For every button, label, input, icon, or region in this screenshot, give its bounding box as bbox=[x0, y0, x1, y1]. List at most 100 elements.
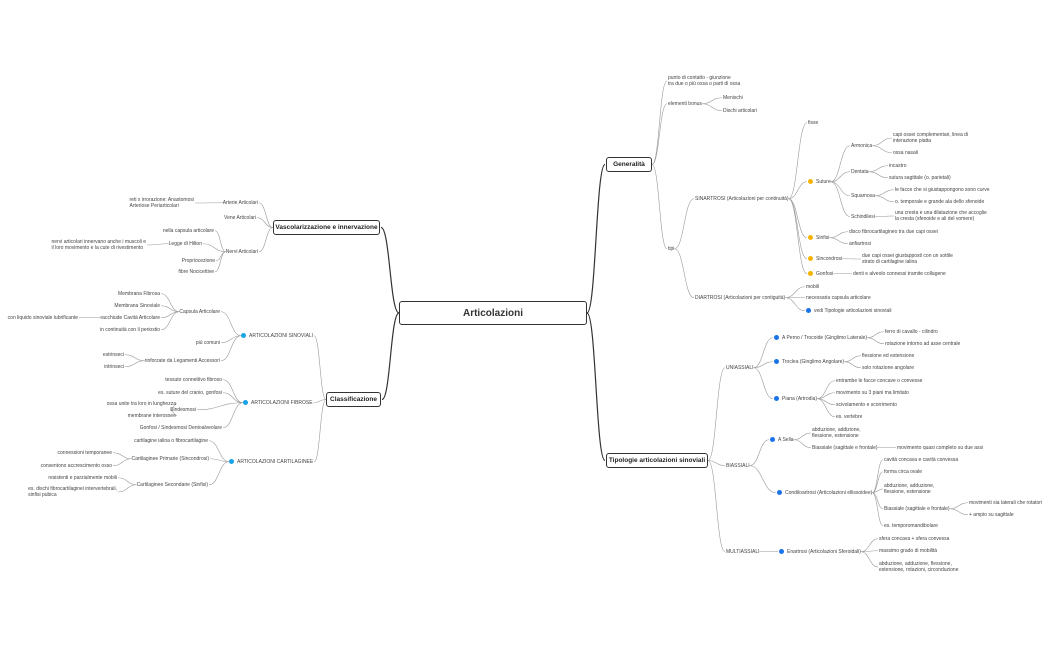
node-anfiartrosi[interactable]: anfiartrosi bbox=[849, 240, 871, 247]
node-membrane-interossee[interactable]: membrane interossee bbox=[127, 412, 176, 419]
node-condiloartrosi[interactable]: Condiloartrosi (Articolazioni ellissoide… bbox=[777, 489, 872, 497]
node-elementi-bonus[interactable]: elementi bonus bbox=[668, 100, 702, 107]
node-membrana-fibrosa[interactable]: Membrana Fibrosa bbox=[118, 290, 160, 297]
node-condilo-4a[interactable]: movimenti sia laterali che rotatori bbox=[969, 499, 1043, 506]
node-punto-contatto[interactable]: punto di contatto - giunzione tra due o … bbox=[668, 74, 741, 88]
node-sella-biassiale[interactable]: Biassiale (sagittale e frontale) bbox=[812, 444, 878, 451]
node-capsula-articolare[interactable]: Capsula Articolare bbox=[179, 308, 220, 315]
node-ossa-nasali[interactable]: ossa nasali bbox=[893, 149, 919, 156]
node-condilo-1[interactable]: cavità concava e cavità convessa bbox=[884, 456, 959, 463]
node-piana-1[interactable]: entrambe le facce concave o convesse bbox=[836, 377, 923, 384]
node-sindesmosi[interactable]: Sindesmosi bbox=[170, 406, 196, 413]
node-suture[interactable]: Suture bbox=[808, 178, 831, 186]
node-perno[interactable]: A Perno / Trocoide (Ginglimo Laterale) bbox=[774, 334, 867, 342]
node-armonica[interactable]: Armonica bbox=[851, 142, 873, 149]
node-accrescimento[interactable]: consentono accrescimento osso bbox=[40, 462, 112, 469]
node-sinoviali[interactable]: ARTICOLAZIONI SINOVIALI bbox=[241, 332, 313, 340]
node-troclea[interactable]: Troclea (Ginglimo Angolare) bbox=[774, 358, 844, 366]
node-sella-1[interactable]: abduzione, addizione, flessione, estensi… bbox=[812, 426, 861, 440]
node-incastro[interactable]: incastro bbox=[889, 162, 907, 169]
node-condilo-2[interactable]: forma circa ovale bbox=[884, 468, 923, 475]
node-mobili[interactable]: mobili bbox=[806, 283, 820, 290]
node-gonfosi[interactable]: Gonfosi bbox=[808, 270, 833, 278]
node-sella[interactable]: A Sella bbox=[770, 436, 794, 444]
node-sutura-sagittale[interactable]: sutura sagittale (o. parietali) bbox=[889, 174, 951, 181]
node-perno-1[interactable]: ferro di cavallo - cilindro bbox=[885, 328, 938, 335]
node-sinfisi[interactable]: Sinfisi bbox=[808, 234, 829, 242]
node-legamenti[interactable]: rinforzate da Legamenti Accessori bbox=[144, 357, 220, 364]
node-dentata[interactable]: Dentata bbox=[851, 168, 869, 175]
node-periostio[interactable]: in continuità con il periostio bbox=[99, 326, 160, 333]
node-cartilagine-ialina[interactable]: cartilagine ialina o fibrocartilagine bbox=[134, 437, 208, 444]
node-liquido-sinoviale[interactable]: con liquido sinoviale lubrificante bbox=[7, 314, 78, 321]
node-cavita-articolare[interactable]: racchiude Cavità Articolare bbox=[100, 314, 160, 321]
node-fisse[interactable]: fisse bbox=[808, 119, 819, 126]
node-squamosa-desc[interactable]: le facce che si giustappongono sono curv… bbox=[895, 186, 990, 193]
node-sella-movimento[interactable]: movimento quasi completo su due assi bbox=[897, 444, 984, 451]
node-hilton[interactable]: Legge di Hilton bbox=[168, 240, 202, 247]
node-enartrosi-1[interactable]: sfera concava + sfera convessa bbox=[879, 535, 950, 542]
topic-classificazione[interactable]: Classificazione bbox=[326, 392, 381, 407]
node-multiassiali[interactable]: MULTIASSIALI bbox=[726, 548, 760, 555]
node-piu-comuni[interactable]: più comuni bbox=[195, 339, 220, 346]
node-cartilaginee[interactable]: ARTICOLAZIONI CARTILAGINEE bbox=[229, 458, 313, 466]
node-condilo-4b[interactable]: + ampio su sagittale bbox=[969, 511, 1014, 518]
node-arterie-desc[interactable]: reti x irrorazione: Anastomosi Arteriose… bbox=[129, 196, 194, 210]
node-squamosa[interactable]: Squamosa bbox=[851, 192, 875, 199]
node-sinartrosi[interactable]: SINARTROSI (Articolazioni per continuità… bbox=[695, 195, 789, 202]
node-disco[interactable]: disco fibrocartilagineo tra due capi oss… bbox=[849, 228, 938, 235]
node-suture-cranio[interactable]: es. suture del cranio, gonfosi bbox=[158, 389, 222, 396]
node-uniassiali[interactable]: UNIASSIALI bbox=[726, 364, 754, 371]
node-piana[interactable]: Piana (Artrodia) bbox=[774, 395, 817, 403]
node-secondarie[interactable]: Cartilaginee Secondarie (Sinfisi) bbox=[136, 481, 208, 488]
node-sincondrosi[interactable]: Sincondrosi bbox=[808, 255, 842, 263]
node-dischi-intervertebrali[interactable]: es. dischi fibrocartilaginei interverteb… bbox=[28, 485, 117, 499]
node-nocicettive[interactable]: fibre Nocicettive bbox=[178, 268, 214, 275]
node-nervi[interactable]: Nervi Articolari bbox=[225, 248, 258, 255]
node-gonfosi-desc[interactable]: denti e alveolo connessi tramite collage… bbox=[853, 270, 946, 277]
node-propriocezione[interactable]: Propriocezione bbox=[181, 257, 215, 264]
node-troclea-1[interactable]: flessione ed estensione bbox=[862, 352, 915, 359]
node-condilo-5[interactable]: es. temporomandibolare bbox=[884, 522, 938, 529]
topic-tipologie[interactable]: Tipologie articolazioni sinoviali bbox=[606, 453, 708, 468]
node-vene[interactable]: Vene Articolari bbox=[224, 214, 256, 221]
node-perno-2[interactable]: rotazione intorno ad asse centrale bbox=[885, 340, 961, 347]
node-menischi[interactable]: Menischi bbox=[723, 94, 743, 101]
node-piana-3[interactable]: scivolamento e scorrimento bbox=[836, 401, 897, 408]
node-estrinseci[interactable]: estrinseci bbox=[102, 351, 124, 358]
node-enartrosi-3[interactable]: abduzione, adduzione, flessione, estensi… bbox=[879, 560, 959, 574]
node-ossa-unite[interactable]: ossa unite tra loro in lunghezza bbox=[106, 400, 176, 407]
node-membrana-sinoviale[interactable]: Membrana Sinoviale bbox=[114, 302, 160, 309]
node-biassiali[interactable]: BIASSIALI bbox=[726, 462, 750, 469]
node-squamosa-example[interactable]: o. temporale e grande ala dello sfenoide bbox=[895, 198, 985, 205]
node-troclea-2[interactable]: solo rotazione angolare bbox=[862, 364, 914, 371]
node-sincondrosi-desc[interactable]: due capi ossei giustapposti con un sotti… bbox=[862, 252, 953, 266]
node-condilo-biassiale[interactable]: Biassiale (sagittale e frontale) bbox=[884, 505, 950, 512]
node-piana-2[interactable]: movimento su 3 piani ma limitato bbox=[836, 389, 909, 396]
node-tipi[interactable]: tipi bbox=[668, 245, 675, 252]
node-piana-4[interactable]: es. vertebre bbox=[836, 413, 863, 420]
node-dentoalveolare[interactable]: Gonfosi / Sindesmosi Dentoalveolare bbox=[139, 424, 222, 431]
node-connessioni-temporanee[interactable]: connessioni temporanee bbox=[57, 449, 112, 456]
node-primarie[interactable]: Cartilaginee Primarie (Sincondrosi) bbox=[131, 455, 209, 462]
node-fibrose[interactable]: ARTICOLAZIONI FIBROSE bbox=[243, 399, 313, 407]
node-vedi-tipologie[interactable]: vedi Tipologie articolazioni sinoviali bbox=[806, 307, 892, 315]
node-enartrosi[interactable]: Enartrosi (Articolazioni Sferoidali) bbox=[779, 548, 861, 556]
node-armonica-desc[interactable]: capi ossei complementari, linea di inter… bbox=[893, 131, 969, 145]
node-nervi-capsula[interactable]: nella capsula articolare bbox=[162, 227, 214, 234]
node-arterie[interactable]: Arterie Articolari bbox=[222, 199, 258, 206]
node-resistenti[interactable]: resistenti e parzialmente mobili bbox=[48, 474, 117, 481]
node-condilo-3[interactable]: abduzione, adduzione, flessione, estensi… bbox=[884, 482, 935, 496]
node-capsula-necessaria[interactable]: necessaria capsula articolare bbox=[806, 294, 871, 301]
node-intrinseci[interactable]: intrinseci bbox=[104, 363, 124, 370]
central-topic[interactable]: Articolazioni bbox=[399, 301, 587, 325]
node-hilton-desc[interactable]: nervi articolari innervano anche i musco… bbox=[51, 238, 147, 252]
node-dischi[interactable]: Dischi articolari bbox=[723, 107, 757, 114]
node-diartrosi[interactable]: DIARTROSI (Articolazioni per contiguità) bbox=[695, 294, 786, 301]
node-enartrosi-2[interactable]: massimo grado di mobilità bbox=[879, 547, 938, 554]
topic-generalita[interactable]: Generalità bbox=[606, 157, 652, 172]
topic-vascolarizzazione[interactable]: Vascolarizzazione e innervazione bbox=[273, 220, 380, 235]
node-schindilesi[interactable]: Schindilesi bbox=[851, 213, 875, 220]
node-tessuto-fibroso[interactable]: tessuto connettivo fibroso bbox=[165, 376, 222, 383]
node-schindilesi-desc[interactable]: una cresta e una dilatazione che accogli… bbox=[895, 209, 987, 223]
